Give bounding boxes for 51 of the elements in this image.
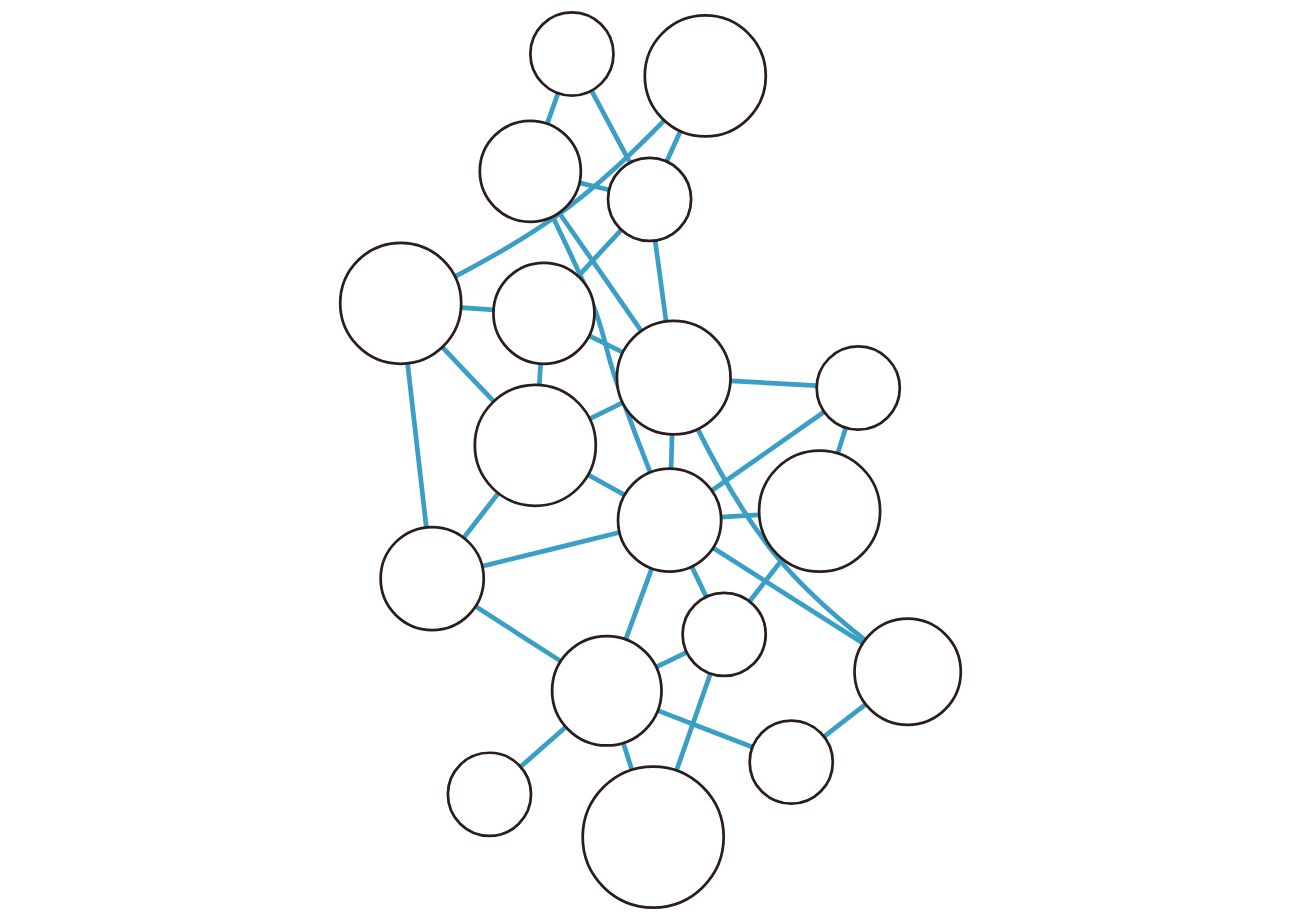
connector: [711, 545, 864, 646]
node-circle: [616, 467, 722, 574]
connector: [481, 530, 620, 569]
connector: [556, 211, 643, 333]
node-circle: [642, 14, 767, 138]
connector: [440, 345, 495, 403]
node-circle: [446, 751, 532, 838]
node-circle: [338, 241, 463, 366]
node-circle: [528, 11, 615, 97]
node-circle: [378, 525, 485, 632]
connector: [460, 305, 494, 313]
node-circle: [472, 383, 597, 508]
node-circle: [814, 345, 901, 431]
connector: [668, 434, 674, 469]
connector: [673, 673, 713, 772]
connector: [620, 742, 634, 771]
connector: [461, 492, 500, 539]
node-circle: [606, 156, 692, 243]
node-circle: [580, 765, 725, 909]
node-circle: [615, 319, 732, 436]
connector: [550, 216, 652, 474]
node-circle: [680, 591, 767, 678]
connector: [404, 363, 429, 528]
connector: [453, 119, 666, 279]
connector: [695, 428, 866, 642]
connector: [729, 378, 817, 389]
connector: [544, 92, 560, 125]
connector: [588, 89, 632, 164]
node-circle: [477, 119, 582, 224]
connector: [654, 650, 688, 670]
connector: [474, 604, 562, 664]
connector: [652, 240, 668, 322]
connector: [588, 400, 624, 421]
connector: [664, 130, 683, 163]
connector: [835, 427, 848, 454]
node-circle: [757, 449, 881, 573]
connector: [586, 472, 625, 497]
connector: [623, 567, 654, 640]
connector: [656, 708, 753, 750]
node-circle: [852, 617, 962, 727]
connector: [822, 702, 867, 739]
node-circle: [550, 634, 663, 747]
connector: [710, 410, 825, 493]
connector: [689, 565, 708, 598]
node-circle: [747, 719, 834, 806]
node-circle: [491, 261, 596, 366]
connector: [518, 725, 567, 769]
connector: [587, 333, 624, 355]
connector: [536, 363, 543, 385]
connector: [720, 512, 759, 520]
connector: [578, 180, 609, 193]
